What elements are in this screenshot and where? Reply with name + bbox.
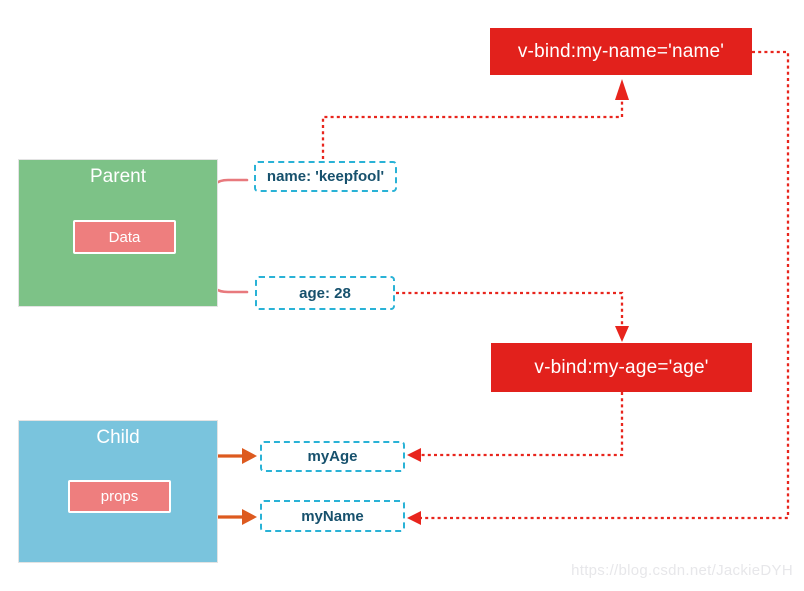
data-node: Data — [73, 220, 176, 254]
myage-prop-label: myAge — [307, 448, 358, 465]
child-component-node: Child props — [18, 420, 218, 563]
myname-prop-label: myName — [301, 507, 364, 525]
props-node: props — [68, 480, 171, 513]
props-label: props — [100, 488, 139, 505]
age-field-node: age: 28 — [255, 276, 395, 310]
name-binding-arrow — [321, 99, 624, 159]
red-arrowheads — [407, 79, 629, 525]
binding-name-node: v-bind:my-name='name' — [490, 28, 752, 75]
watermark-text: https://blog.csdn.net/JackieDYH — [571, 562, 793, 579]
myage-prop-node: myAge — [260, 441, 405, 472]
parent-component-node: Parent Data — [18, 159, 218, 307]
child-title: Child — [96, 427, 140, 448]
name-field-node: name: 'keepfool' — [254, 161, 397, 192]
props-arrowheads — [242, 448, 257, 525]
binding-age-label: v-bind:my-age='age' — [534, 356, 709, 378]
data-label: Data — [108, 228, 141, 246]
binding-name-label: v-bind:my-name='name' — [517, 40, 725, 62]
binding-age-node: v-bind:my-age='age' — [491, 343, 752, 392]
myname-prop-node: myName — [260, 500, 405, 532]
parent-title: Parent — [90, 166, 146, 187]
name-field-label: name: 'keepfool' — [266, 168, 385, 185]
myname-binding-arrow — [421, 50, 790, 520]
age-field-label: age: 28 — [299, 284, 351, 302]
age-binding-arrow — [396, 291, 624, 325]
myage-binding-arrow — [421, 392, 624, 457]
